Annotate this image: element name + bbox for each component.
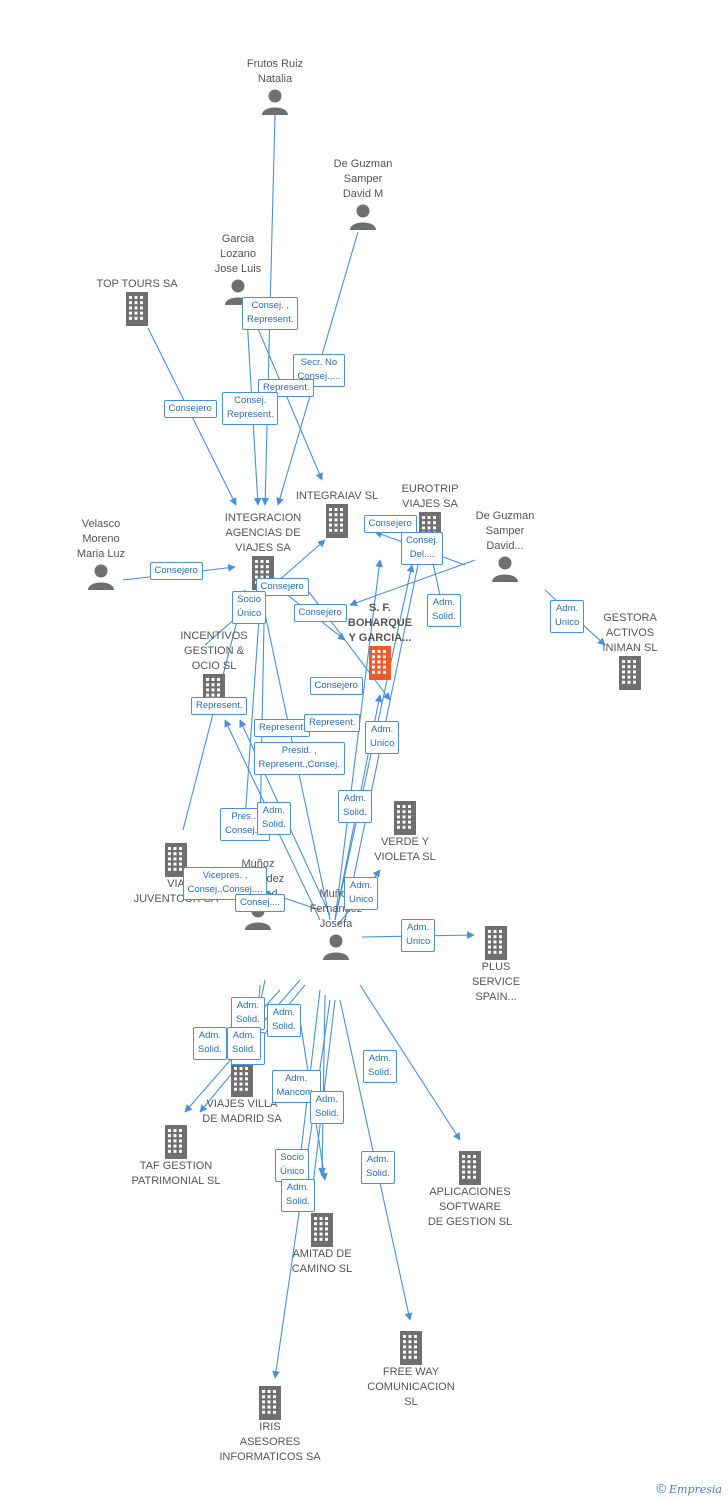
relation-label-28[interactable]: Adm. Solid.: [267, 1003, 301, 1037]
relation-label-27[interactable]: Adm. Solid.: [231, 996, 265, 1030]
node-label: PLUS SERVICE SPAIN...: [471, 961, 521, 1003]
node-label: EUROTRIP VIAJES SA: [401, 483, 459, 510]
node-toptours[interactable]: TOP TOURS SA: [77, 277, 197, 326]
relation-label-34[interactable]: Socio Único: [275, 1148, 310, 1182]
relation-label-7[interactable]: Represent.: [254, 718, 311, 737]
relation-label-13[interactable]: Consejero: [293, 603, 347, 622]
building-icon: [262, 1213, 382, 1247]
relation-label-32[interactable]: Adm. Solid.: [310, 1090, 344, 1124]
relation-label-8[interactable]: Consejero: [149, 561, 203, 580]
building-icon: [77, 292, 197, 326]
node-label: AMITAD DE CAMINO SL: [291, 1248, 353, 1275]
relation-label-30[interactable]: Adm. Solid.: [363, 1049, 397, 1083]
node-label: INTEGRAIAV SL: [295, 490, 379, 502]
building-icon: [182, 1063, 302, 1097]
relation-label-25[interactable]: Adm. Unico: [401, 918, 436, 952]
node-label: Garcia Lozano Jose Luis: [214, 233, 262, 275]
node-iris[interactable]: IRIS ASESORES INFORMATICOS SA: [210, 1386, 330, 1465]
relation-label-24[interactable]: Adm. Unico: [344, 876, 379, 910]
node-label: FREE WAY COMUNICACION SL: [367, 1366, 455, 1408]
node-freeway[interactable]: FREE WAY COMUNICACION SL: [351, 1331, 471, 1410]
node-integraiav[interactable]: INTEGRAIAV SL: [277, 489, 397, 538]
relation-edge-31: [359, 984, 461, 1141]
brand-name[interactable]: Empresia: [669, 1483, 722, 1496]
person-icon: [276, 932, 396, 960]
node-label: Velasco Moreno Maria Luz: [76, 518, 126, 560]
node-label: GESTORA ACTIVOS INIMAN SL: [602, 612, 658, 654]
node-label: TAF GESTION PATRIMONIAL SL: [131, 1160, 221, 1187]
node-plus[interactable]: PLUS SERVICE SPAIN...: [436, 926, 556, 1005]
relation-label-5[interactable]: Consejero: [363, 514, 417, 533]
relation-label-17[interactable]: Adm. Unico: [365, 720, 400, 754]
relation-label-4[interactable]: Consej. Represent.: [222, 391, 279, 425]
node-taf[interactable]: TAF GESTION PATRIMONIAL SL: [116, 1125, 236, 1189]
relation-label-10[interactable]: Socio Único: [232, 590, 267, 624]
relation-label-9[interactable]: Consejero: [255, 577, 309, 596]
relation-edge-33: [318, 994, 326, 1176]
relation-label-36[interactable]: Adm. Solid.: [227, 1026, 261, 1060]
node-viajesvilla[interactable]: VIAJES VILLA DE MADRID SA: [182, 1063, 302, 1127]
node-label: APLICACIONES SOFTWARE DE GESTION SL: [427, 1186, 513, 1228]
relation-edge-17: [334, 559, 383, 921]
building-icon: [570, 656, 690, 690]
node-amitad[interactable]: AMITAD DE CAMINO SL: [262, 1213, 382, 1277]
node-gestora[interactable]: GESTORA ACTIVOS INIMAN SL: [570, 611, 690, 690]
relation-label-12[interactable]: Adm. Unico: [550, 599, 585, 633]
relation-label-20[interactable]: Adm. Solid.: [257, 801, 291, 835]
node-label: TOP TOURS SA: [96, 278, 178, 290]
relation-label-21[interactable]: Adm. Solid.: [338, 789, 372, 823]
node-velasco[interactable]: Velasco Moreno Maria Luz: [41, 517, 161, 590]
node-garcia[interactable]: Garcia Lozano Jose Luis: [178, 232, 298, 305]
relation-label-14[interactable]: Consejero: [309, 676, 363, 695]
node-label: Frutos Ruiz Natalia: [246, 58, 304, 85]
relation-label-6[interactable]: Consej. Del....: [401, 531, 444, 565]
node-label: De Guzman Samper David M: [333, 158, 393, 200]
node-incentivos[interactable]: INCENTIVOS GESTION & OCIO SL: [154, 629, 274, 708]
node-label: INCENTIVOS GESTION & OCIO SL: [180, 630, 248, 672]
node-frutos[interactable]: Frutos Ruiz Natalia: [215, 57, 335, 115]
person-icon: [303, 202, 423, 230]
relation-label-33[interactable]: Adm. Solid.: [361, 1150, 395, 1184]
person-icon: [445, 554, 565, 582]
node-aplicaciones[interactable]: APLICACIONES SOFTWARE DE GESTION SL: [410, 1151, 530, 1230]
node-sfboharque[interactable]: S. F. BOHARQUE Y GARCIA...: [320, 601, 440, 680]
building-icon: [436, 926, 556, 960]
node-label: IRIS ASESORES INFORMATICOS SA: [219, 1421, 321, 1463]
node-label: VIAJES VILLA DE MADRID SA: [202, 1098, 282, 1125]
copyright-symbol: ©: [656, 1481, 666, 1496]
relation-label-1[interactable]: Secr. No Consej.,...: [292, 353, 346, 387]
building-icon: [210, 1386, 330, 1420]
relation-label-19[interactable]: Pres... Consej....: [220, 807, 271, 841]
node-label: INTEGRACION AGENCIAS DE VIAJES SA: [224, 512, 302, 554]
building-icon: [410, 1151, 530, 1185]
relation-label-26[interactable]: Adm. Solid.: [193, 1026, 227, 1060]
building-icon: [116, 1125, 236, 1159]
building-icon: [116, 843, 236, 877]
relation-label-3[interactable]: Consejero: [163, 399, 217, 418]
relation-label-16[interactable]: Represent.: [304, 713, 361, 732]
relation-label-11[interactable]: Adm. Solid.: [427, 593, 461, 627]
person-icon: [41, 562, 161, 590]
node-deguzman_m[interactable]: De Guzman Samper David M: [303, 157, 423, 230]
relation-edge-6: [349, 559, 476, 607]
building-icon: [345, 801, 465, 835]
node-label: S. F. BOHARQUE Y GARCIA...: [347, 602, 413, 644]
relation-label-35[interactable]: Adm. Solid.: [281, 1178, 315, 1212]
building-icon: [320, 646, 440, 680]
building-icon: [351, 1331, 471, 1365]
node-label: De Guzman Samper David...: [475, 510, 535, 552]
relation-label-18[interactable]: Presid. , Represent.,Consej.: [253, 741, 345, 775]
building-icon: [277, 504, 397, 538]
footer-brand: © Empresia: [656, 1481, 722, 1496]
relation-label-23[interactable]: Consej....: [235, 893, 286, 912]
node-verde[interactable]: VERDE Y VIOLETA SL: [345, 801, 465, 865]
node-deguzman_d[interactable]: De Guzman Samper David...: [445, 509, 565, 582]
relation-label-0[interactable]: Consej. , Represent.: [242, 296, 299, 330]
relation-label-15[interactable]: Represent.: [191, 696, 248, 715]
person-icon: [215, 87, 335, 115]
node-label: VERDE Y VIOLETA SL: [374, 836, 436, 863]
